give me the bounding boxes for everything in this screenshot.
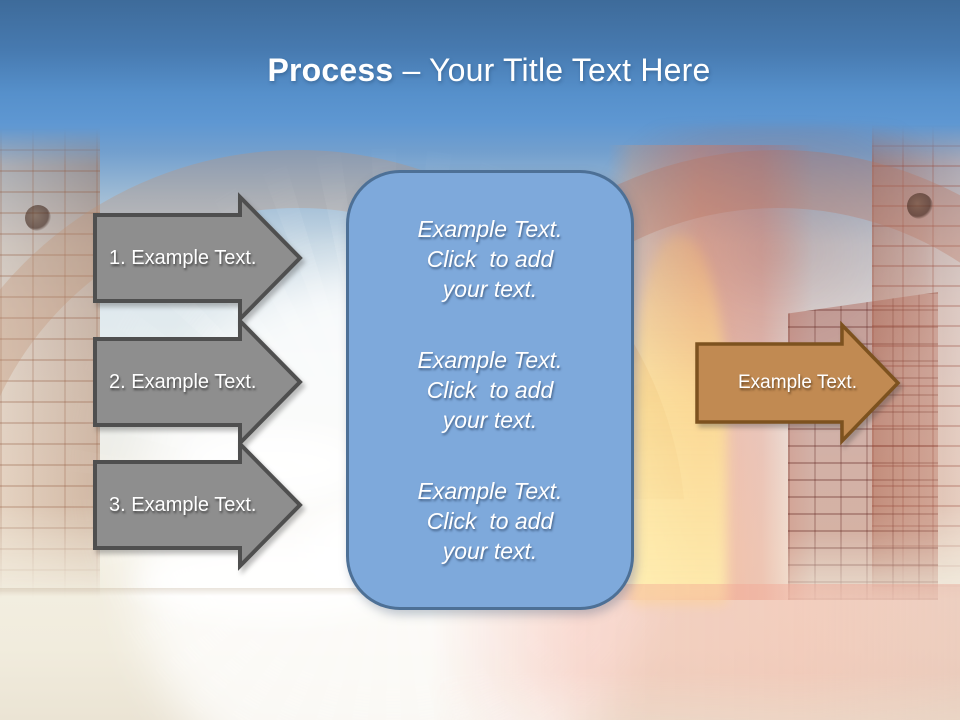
floor-edge — [0, 588, 490, 596]
placeholder-line: your text. — [442, 538, 538, 564]
step-arrow-2[interactable]: 2. Example Text. — [93, 316, 303, 448]
placeholder-line: your text. — [442, 407, 538, 433]
gate-ring-icon — [907, 193, 933, 219]
title-keyword: Process — [267, 52, 394, 88]
step-arrow-1[interactable]: 1. Example Text. — [93, 192, 303, 324]
placeholder-line: your text. — [442, 276, 538, 302]
step-arrow-3[interactable]: 3. Example Text. — [93, 439, 303, 571]
placeholder-line: Click to add — [426, 377, 554, 403]
slide-title[interactable]: Process – Your Title Text Here — [9, 52, 960, 89]
placeholder-line: Click to add — [426, 508, 554, 534]
right-arrow-icon — [93, 439, 303, 571]
right-arrow-icon — [93, 192, 303, 324]
center-text-box[interactable]: Example Text. Click to add your text. Ex… — [346, 170, 634, 610]
right-arrow-icon — [695, 320, 901, 446]
result-arrow[interactable]: Example Text. — [695, 320, 901, 446]
step-label-1: 1. Example Text. — [109, 246, 257, 269]
step-label-2: 2. Example Text. — [109, 370, 257, 393]
title-rest: – Your Title Text Here — [393, 52, 711, 88]
placeholder-line: Example Text. — [417, 478, 563, 504]
placeholder-paragraph-3[interactable]: Example Text. Click to add your text. — [418, 476, 563, 566]
placeholder-line: Click to add — [426, 246, 554, 272]
gate-ring-icon — [25, 205, 51, 231]
result-label: Example Text. — [738, 372, 857, 393]
placeholder-paragraph-1[interactable]: Example Text. Click to add your text. — [418, 214, 563, 304]
step-label-3: 3. Example Text. — [109, 493, 257, 516]
placeholder-line: Example Text. — [417, 347, 563, 373]
placeholder-line: Example Text. — [417, 216, 563, 242]
placeholder-paragraph-2[interactable]: Example Text. Click to add your text. — [418, 345, 563, 435]
right-arrow-icon — [93, 316, 303, 448]
